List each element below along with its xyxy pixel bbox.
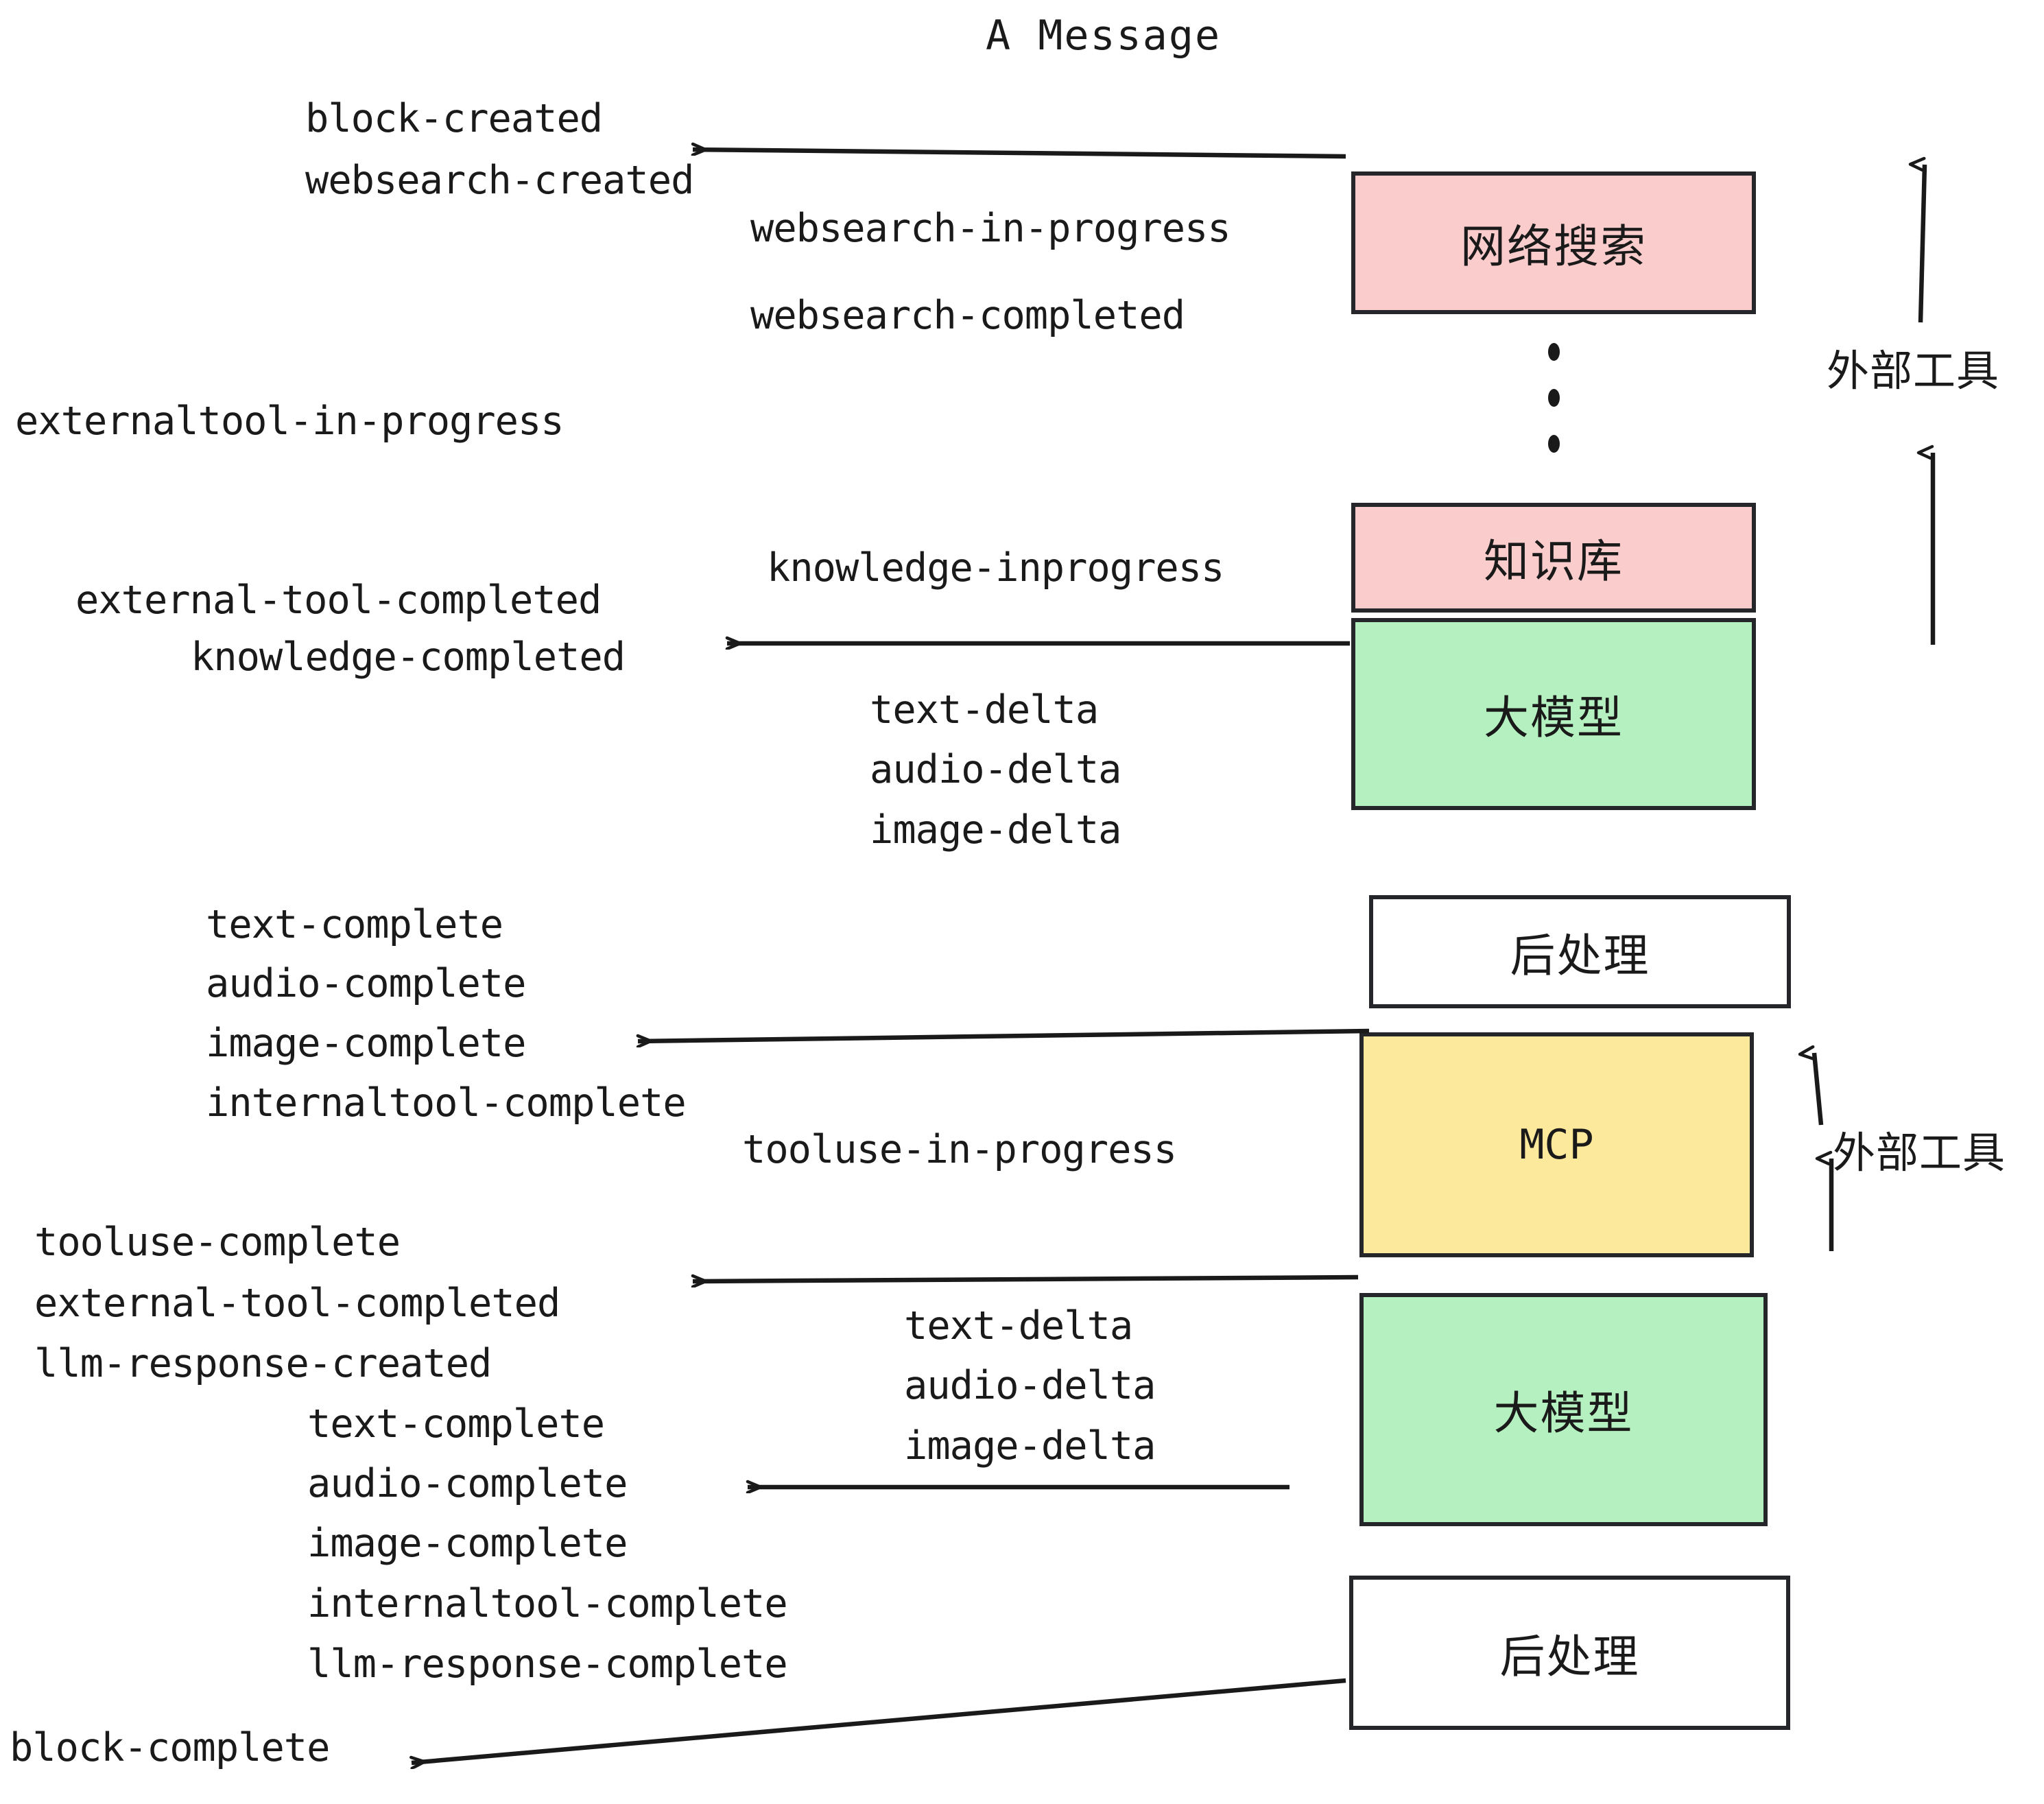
annotation-external-tool-top: 外部工具 [1827,346,2000,396]
vertical-ellipsis-icon [1547,343,1560,453]
arrow-postprocess-to-image-complete [638,1028,1370,1041]
event-label-audio-complete-2: audio-complete [307,1461,628,1506]
event-label-knowledge-inprogress: knowledge-inprogress [767,545,1224,591]
event-label-websearch-created: websearch-created [305,158,694,203]
event-label-tooluse-complete: tooluse-complete [34,1220,401,1265]
event-label-llm-response-complete: llm-response-complete [307,1641,788,1687]
node-mcp[interactable]: MCP [1359,1032,1754,1257]
event-label-knowledge-completed: knowledge-completed [191,634,626,680]
event-label-audio-complete-1: audio-complete [206,961,526,1006]
event-label-llm-response-created: llm-response-created [34,1341,492,1386]
diagram-title: A Message [986,12,1222,60]
node-llm-bottom[interactable]: 大模型 [1359,1293,1768,1526]
node-postprocess-bottom[interactable]: 后处理 [1349,1576,1790,1730]
node-llm-top[interactable]: 大模型 [1351,618,1756,810]
node-websearch[interactable]: 网络搜索 [1351,171,1756,314]
event-label-text-complete-1: text-complete [206,902,503,947]
event-label-image-delta-2: image-delta [904,1423,1156,1469]
node-postprocess-top[interactable]: 后处理 [1369,895,1791,1008]
node-mcp-label: MCP [1519,1121,1594,1169]
arrow-postprocess-to-block-complete [412,1678,1346,1763]
node-knowledge-label: 知识库 [1484,535,1624,588]
arrow-external-tool-bottom-up [1814,1053,1824,1126]
event-label-tooluse-in-progress: tooluse-in-progress [742,1127,1177,1172]
node-llm-top-label: 大模型 [1484,691,1624,744]
event-label-audio-delta-1: audio-delta [870,747,1121,792]
event-label-text-delta-2: text-delta [904,1303,1133,1349]
event-label-websearch-in-progress: websearch-in-progress [750,206,1231,251]
arrow-external-tool-top-up [1921,165,1927,323]
event-label-internaltool-complete-2: internaltool-complete [307,1581,788,1626]
node-knowledge[interactable]: 知识库 [1351,503,1756,613]
annotation-external-tool-bottom: 外部工具 [1833,1128,2006,1178]
event-label-text-complete-2: text-complete [307,1401,605,1447]
node-websearch-label: 网络搜索 [1460,220,1647,273]
event-label-text-delta-1: text-delta [870,687,1099,733]
event-label-internaltool-complete-1: internaltool-complete [206,1080,687,1126]
event-label-audio-delta-2: audio-delta [904,1363,1156,1408]
event-label-image-delta-1: image-delta [870,807,1121,853]
event-label-websearch-completed: websearch-completed [750,293,1185,338]
node-postprocess-bottom-label: 后处理 [1499,1630,1640,1683]
event-label-block-complete: block-complete [10,1725,330,1770]
event-label-external-tool-completed-1: external-tool-completed [75,578,602,623]
node-postprocess-top-label: 后处理 [1510,929,1650,982]
node-llm-bottom-label: 大模型 [1493,1387,1634,1440]
event-label-externaltool-in-progress: externaltool-in-progress [15,399,565,444]
event-label-image-complete-2: image-complete [307,1521,628,1566]
arrow-mcp-to-tooluse-complete [693,1277,1359,1281]
event-label-external-tool-completed-2: external-tool-completed [34,1281,560,1326]
event-label-block-created: block-created [305,96,603,141]
event-label-image-complete-1: image-complete [206,1021,526,1066]
arrow-websearch-to-block-created [693,150,1346,159]
